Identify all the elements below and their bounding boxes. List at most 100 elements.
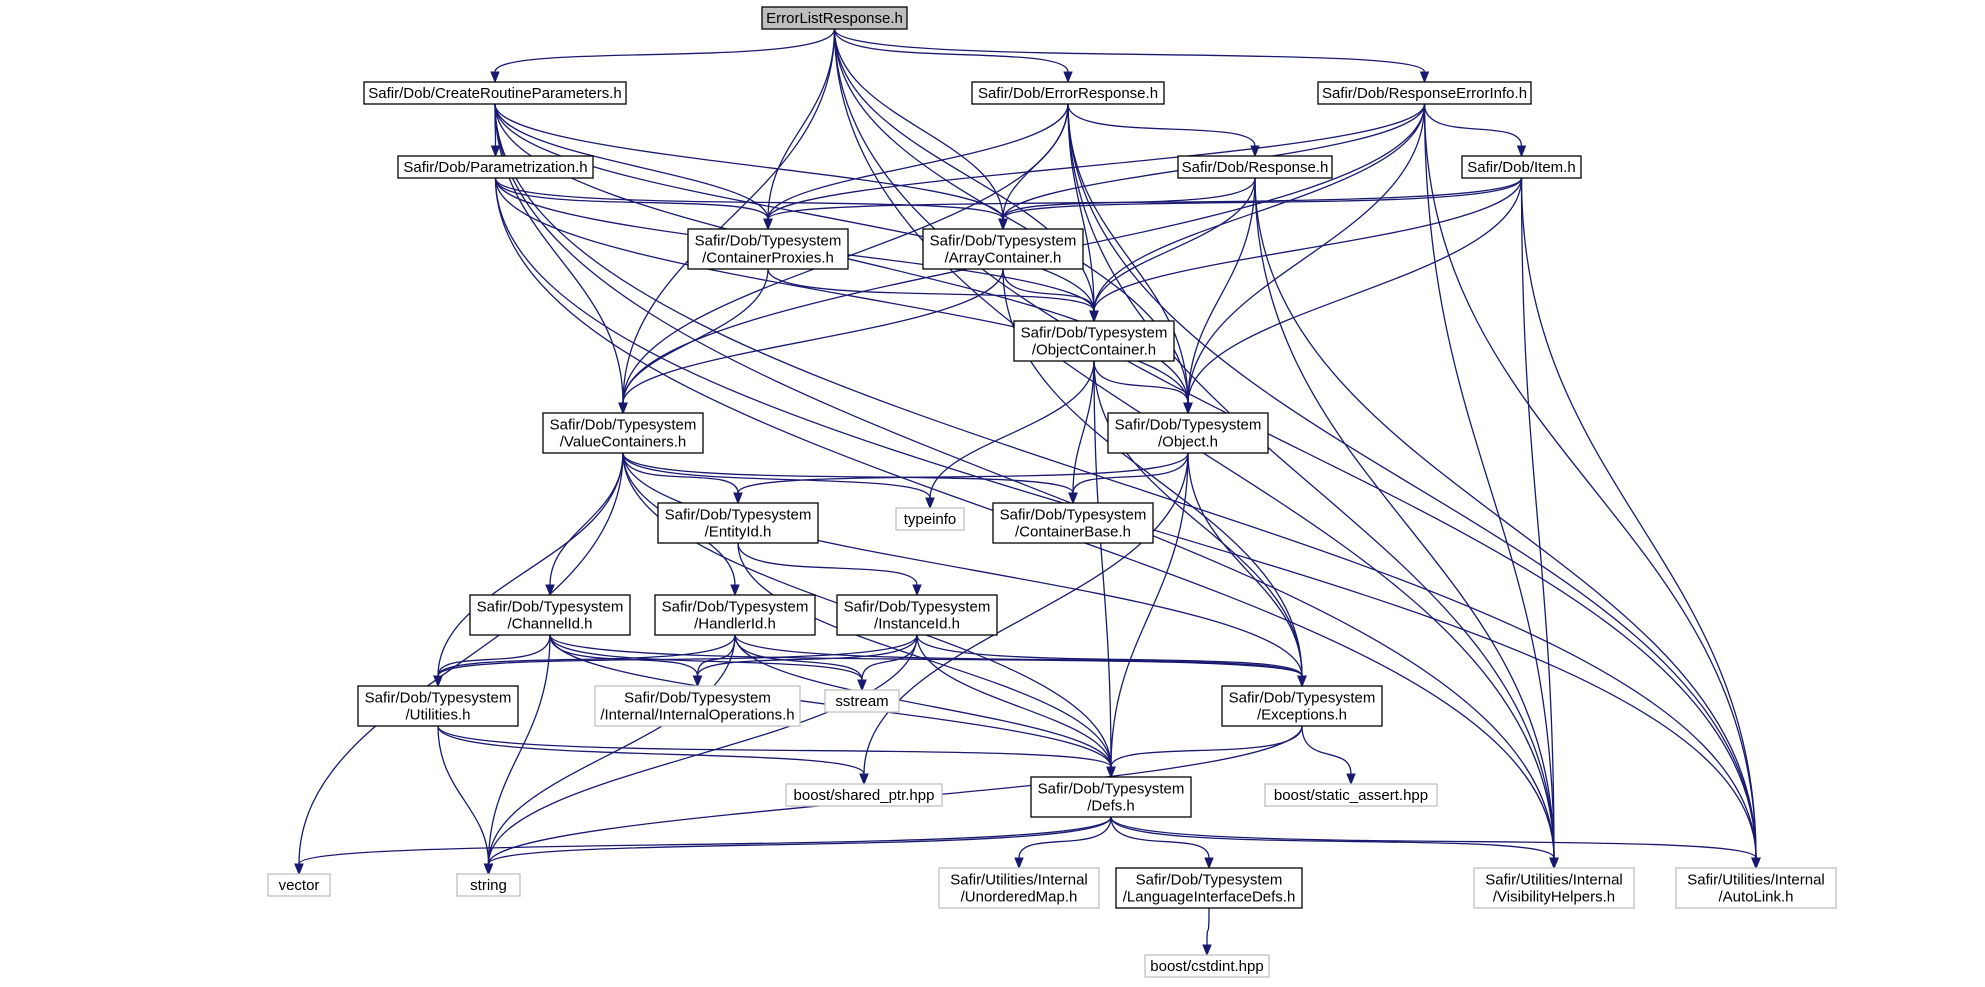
node-vector[interactable]: vector	[267, 873, 331, 897]
edge-line	[494, 177, 1189, 404]
node-label: /ArrayContainer.h	[945, 250, 1062, 267]
edge-line	[1187, 177, 1523, 404]
edge-line	[1093, 177, 1523, 312]
node-label: boost/shared_ptr.hpp	[794, 787, 935, 804]
node-resp[interactable]: Safir/Dob/Response.h	[1177, 155, 1333, 179]
node-intops[interactable]: Safir/Dob/Typesystem/Internal/InternalOp…	[594, 685, 801, 727]
node-box	[761, 6, 908, 30]
edge-arrowhead	[545, 584, 555, 597]
edge-arrowhead	[912, 584, 922, 597]
node-ac[interactable]: Safir/Dob/Typesystem/ArrayContainer.h	[922, 228, 1084, 270]
node-exc[interactable]: Safir/Dob/Typesystem/Exceptions.h	[1221, 685, 1383, 727]
node-cstdint[interactable]: boost/cstdint.hpp	[1144, 954, 1270, 978]
node-label: Safir/Dob/Typesystem	[1038, 781, 1185, 798]
node-obj[interactable]: Safir/Dob/Typesystem/Object.h	[1107, 412, 1269, 454]
node-er[interactable]: Safir/Dob/ErrorResponse.h	[971, 81, 1165, 105]
edge-line	[622, 28, 836, 404]
node-util[interactable]: Safir/Dob/Typesystem/Utilities.h	[357, 685, 519, 727]
node-lid[interactable]: Safir/Dob/Typesystem/LanguageInterfaceDe…	[1115, 867, 1303, 909]
node-box	[1177, 155, 1333, 179]
edge-resp-to-vis	[1254, 177, 1559, 870]
node-vis[interactable]: Safir/Utilities/Internal/VisibilityHelpe…	[1473, 867, 1635, 909]
node-umap[interactable]: Safir/Utilities/Internal/UnorderedMap.h	[938, 867, 1100, 909]
node-rei[interactable]: Safir/Dob/ResponseErrorInfo.h	[1317, 81, 1532, 105]
node-box	[594, 685, 801, 727]
edge-line	[622, 452, 1303, 677]
edge-arrowhead	[1751, 857, 1761, 870]
node-box	[267, 873, 331, 897]
node-eid[interactable]: Safir/Dob/Typesystem/EntityId.h	[657, 502, 819, 544]
node-label: Safir/Utilities/Internal	[950, 872, 1088, 889]
node-string[interactable]: string	[456, 873, 521, 897]
node-sstream[interactable]: sstream	[824, 689, 900, 713]
edge-line	[1301, 725, 1352, 775]
edge-rei-to-vis	[1423, 103, 1559, 870]
node-label: /UnorderedMap.h	[961, 889, 1078, 906]
node-defs[interactable]: Safir/Dob/Typesystem/Defs.h	[1030, 776, 1192, 818]
edge-obj-to-eid	[733, 452, 1189, 505]
edge-line	[1093, 360, 1112, 768]
node-iid[interactable]: Safir/Dob/Typesystem/InstanceId.h	[836, 594, 998, 636]
node-label: /ValueContainers.h	[560, 434, 686, 451]
edge-obj-to-exc	[1187, 452, 1307, 688]
node-crp[interactable]: Safir/Dob/CreateRoutineParameters.h	[363, 81, 627, 105]
edge-line	[1423, 103, 1523, 147]
edge-line	[487, 634, 551, 865]
edge-crp-to-vc	[494, 103, 628, 415]
edge-oc-to-cb	[1068, 360, 1095, 505]
edge-arrowhead	[730, 584, 740, 597]
node-item[interactable]: Safir/Dob/Item.h	[1461, 155, 1582, 179]
edge-line	[737, 542, 918, 586]
edge-arrowhead	[1297, 675, 1307, 688]
edge-line	[1067, 103, 1555, 859]
node-cid[interactable]: Safir/Dob/Typesystem/ChannelId.h	[469, 594, 631, 636]
node-label: string	[470, 877, 507, 894]
node-label: Safir/Dob/Response.h	[1182, 159, 1329, 176]
node-box	[1675, 867, 1837, 909]
node-label: Safir/Dob/Typesystem	[624, 690, 771, 707]
node-box	[456, 873, 521, 897]
node-box	[1264, 783, 1438, 807]
node-label: Safir/Dob/Typesystem	[365, 690, 512, 707]
edge-line	[1254, 177, 1555, 859]
node-shptr[interactable]: boost/shared_ptr.hpp	[785, 783, 943, 807]
node-label: Safir/Utilities/Internal	[1485, 872, 1623, 889]
node-vc[interactable]: Safir/Dob/Typesystem/ValueContainers.h	[542, 412, 704, 454]
node-label: Safir/Dob/Typesystem	[1229, 690, 1376, 707]
node-label: Safir/Dob/Typesystem	[665, 507, 812, 524]
node-oc[interactable]: Safir/Dob/Typesystem/ObjectContainer.h	[1013, 320, 1175, 362]
edge-root-to-ac	[833, 28, 1008, 231]
node-cb[interactable]: Safir/Dob/Typesystem/ContainerBase.h	[992, 502, 1154, 544]
node-autolink[interactable]: Safir/Utilities/Internal/AutoLink.h	[1675, 867, 1837, 909]
graph-nodes: ErrorListResponse.hSafir/Dob/CreateRouti…	[267, 6, 1837, 978]
edge-arrowhead	[1549, 857, 1559, 870]
node-param[interactable]: Safir/Dob/Parametrization.h	[397, 155, 594, 179]
edge-arrowhead	[1202, 944, 1212, 957]
edge-line	[1093, 360, 1189, 404]
edge-line	[1423, 103, 1757, 859]
node-label: /Internal/InternalOperations.h	[600, 707, 794, 724]
edge-line	[1520, 177, 1757, 859]
edge-vc-to-typeinfo	[622, 452, 935, 510]
node-typeinfo[interactable]: typeinfo	[895, 507, 965, 531]
node-label: /Defs.h	[1087, 798, 1135, 815]
edge-line	[622, 268, 1004, 404]
edge-line	[863, 452, 1189, 775]
edge-line	[494, 177, 769, 220]
node-hid[interactable]: Safir/Dob/Typesystem/HandlerId.h	[654, 594, 816, 636]
node-label: /Object.h	[1158, 434, 1218, 451]
node-cp[interactable]: Safir/Dob/Typesystem/ContainerProxies.h	[687, 228, 849, 270]
edge-root-to-vc	[618, 28, 836, 415]
node-label: Safir/Dob/Typesystem	[662, 599, 809, 616]
node-label: /ChannelId.h	[507, 616, 592, 633]
edge-line	[1002, 177, 1523, 220]
node-sassert[interactable]: boost/static_assert.hpp	[1264, 783, 1438, 807]
node-box	[1473, 867, 1635, 909]
edge-arrowhead	[1068, 492, 1078, 505]
edge-eid-to-iid	[737, 542, 922, 597]
node-root[interactable]: ErrorListResponse.h	[761, 6, 908, 30]
edge-line	[1110, 816, 1555, 859]
edge-item-to-autolink	[1520, 177, 1761, 870]
edge-arrowhead	[490, 145, 501, 158]
